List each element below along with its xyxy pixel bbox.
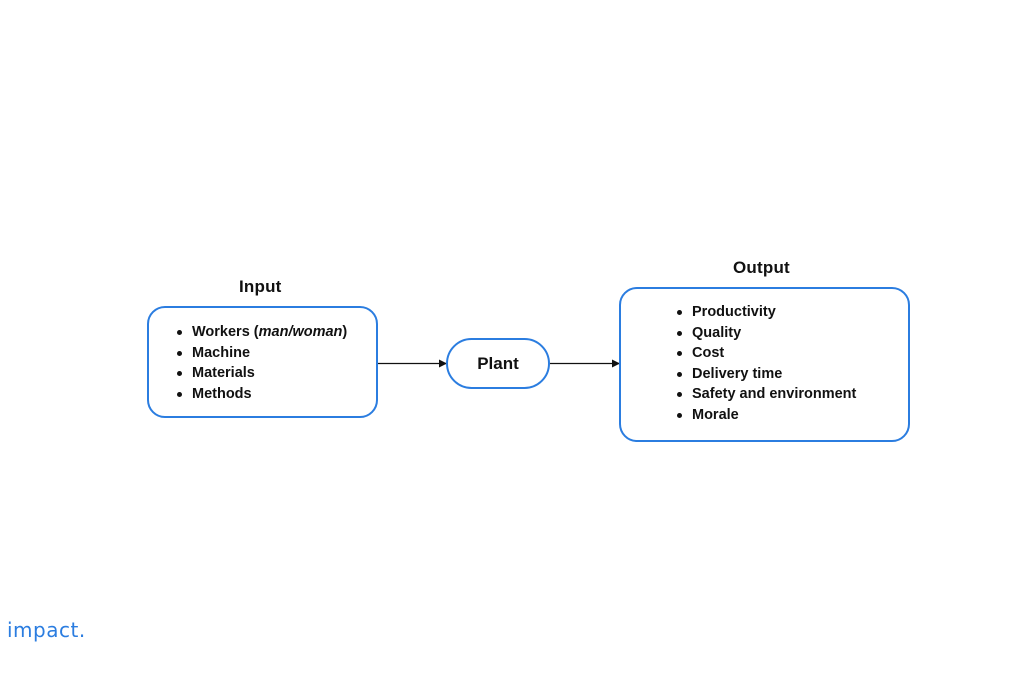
input-item-materials: Materials [175,363,347,384]
output-list: Productivity Quality Cost Delivery time … [675,302,856,425]
bullet-icon [677,371,682,377]
bullet-icon [677,412,682,418]
bullet-icon [177,330,182,335]
bullet-icon [677,351,682,356]
input-title: Input [239,277,282,296]
output-item-morale: Morale [675,405,856,426]
output-item-safety-environment: Safety and environment [675,384,856,405]
output-item-delivery-time: Delivery time [675,364,856,385]
output-title: Output [733,258,790,277]
impact-logo: impact. [7,618,86,642]
input-list: Workers (man/woman) Machine Materials Me… [175,322,347,404]
bullet-icon [177,350,182,356]
bullet-icon [177,391,182,397]
input-box [147,306,378,418]
input-item-machine: Machine [175,343,347,364]
output-item-quality: Quality [675,323,856,344]
plant-label: Plant [477,353,519,373]
input-item-methods: Methods [175,384,347,405]
output-item-cost: Cost [675,343,856,364]
input-item-workers: Workers (man/woman) [175,322,347,343]
bullet-icon [677,310,682,315]
bullet-icon [177,371,182,376]
bullet-icon [677,392,682,397]
plant-box: Plant [446,338,550,389]
output-box [619,287,910,442]
output-item-productivity: Productivity [675,302,856,323]
bullet-icon [677,330,682,336]
